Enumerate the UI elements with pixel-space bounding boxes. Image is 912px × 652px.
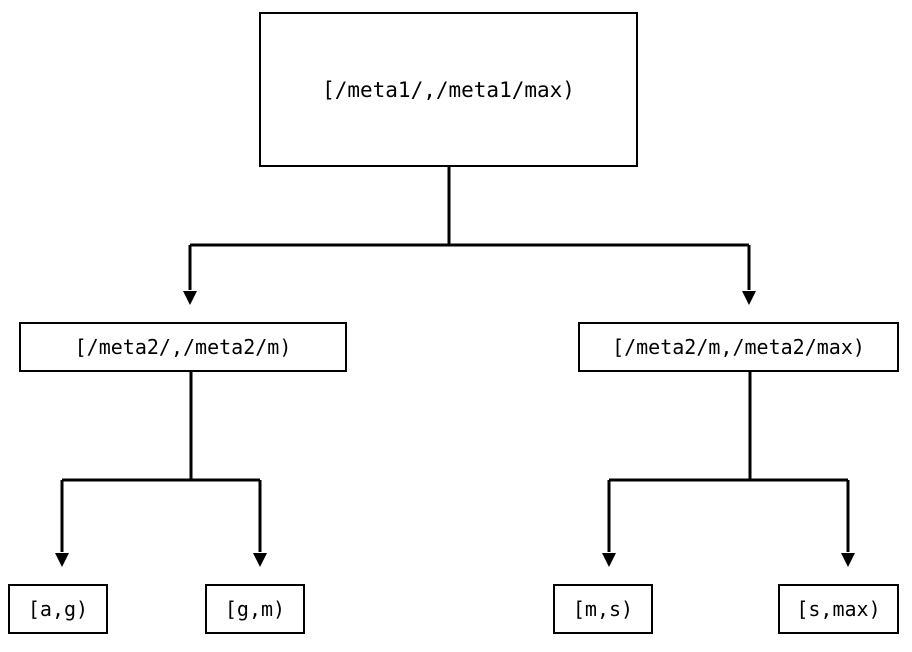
tree-node-mid-left-label: [/meta2/,/meta2/m): [74, 335, 292, 359]
arrowhead-to-leaf-3: [602, 553, 616, 567]
arrowhead-to-leaf-1: [55, 553, 69, 567]
tree-node-leaf-2[interactable]: [g,m): [205, 584, 305, 634]
arrowhead-to-leaf-4: [841, 553, 855, 567]
tree-node-root-label: [/meta1/,/meta1/max): [322, 77, 575, 102]
tree-node-mid-right[interactable]: [/meta2/m,/meta2/max): [578, 322, 899, 372]
arrowhead-to-leaf-2: [253, 553, 267, 567]
arrowhead-to-mid-left: [183, 291, 197, 305]
tree-node-leaf-1[interactable]: [a,g): [8, 584, 108, 634]
tree-node-leaf-4[interactable]: [s,max): [778, 584, 899, 634]
tree-node-leaf-1-label: [a,g): [27, 597, 89, 621]
tree-node-leaf-4-label: [s,max): [796, 597, 881, 621]
tree-node-mid-right-label: [/meta2/m,/meta2/max): [612, 335, 865, 359]
arrowhead-to-mid-right: [742, 291, 756, 305]
tree-node-leaf-3-label: [m,s): [572, 597, 634, 621]
tree-node-leaf-3[interactable]: [m,s): [553, 584, 653, 634]
tree-node-mid-left[interactable]: [/meta2/,/meta2/m): [19, 322, 347, 372]
tree-node-leaf-2-label: [g,m): [224, 597, 286, 621]
tree-node-root[interactable]: [/meta1/,/meta1/max): [259, 12, 638, 167]
